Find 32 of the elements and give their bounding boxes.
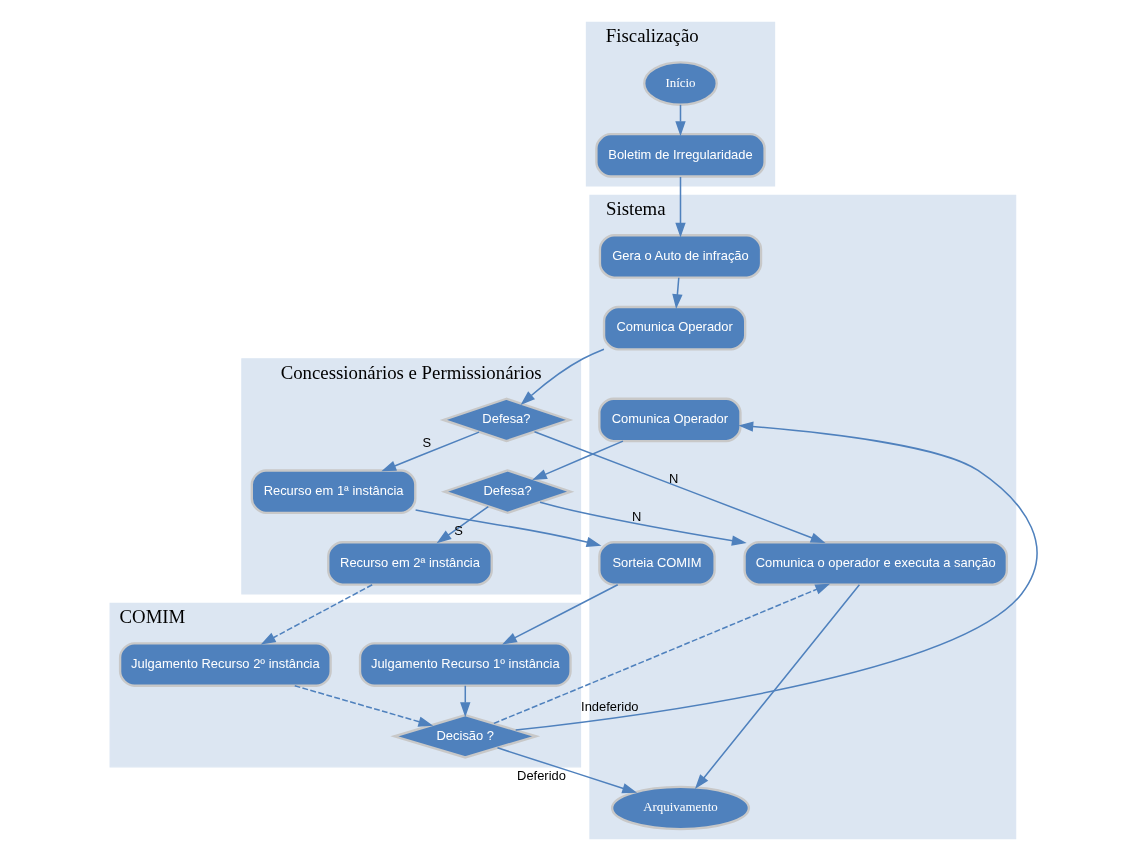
arrow <box>520 348 605 406</box>
arrow <box>539 501 747 546</box>
arrow <box>502 584 619 645</box>
node-box: Julgamento Recurso 1º instância <box>358 642 572 687</box>
edge-label: S <box>454 522 463 538</box>
node-box: Comunica o operador e executa a sanção <box>743 541 1009 586</box>
node-box: Recurso em 1ª instância <box>250 469 417 514</box>
arrow <box>381 431 480 472</box>
arrow <box>496 747 638 794</box>
arrow <box>514 421 1038 731</box>
node-box: Gera o Auto de infração <box>598 234 763 279</box>
edge-label: N <box>632 509 642 525</box>
node-ellipse: Início <box>643 61 718 106</box>
arrow <box>533 431 826 544</box>
node-box: Comunica Operador <box>602 305 747 351</box>
node-box: Comunica Operador <box>598 397 742 443</box>
arrow <box>675 176 686 238</box>
arrow <box>532 440 624 481</box>
node-box: Julgamento Recurso 2º instância <box>118 642 332 687</box>
arrow <box>414 509 602 548</box>
arrow <box>436 505 490 544</box>
arrow <box>493 583 831 725</box>
edge-label: Deferido <box>517 768 566 784</box>
node-box: Boletim de Irregularidade <box>595 132 766 178</box>
node-diamond: Defesa? <box>439 397 574 443</box>
edge-label: S <box>422 435 432 451</box>
arrow <box>294 685 434 727</box>
node-box: Sorteia COMIM <box>598 541 716 586</box>
arrow <box>260 584 373 645</box>
edge-label: N <box>669 471 679 487</box>
node-box: Recurso em 2ª instância <box>327 541 493 586</box>
arrow <box>694 584 861 789</box>
